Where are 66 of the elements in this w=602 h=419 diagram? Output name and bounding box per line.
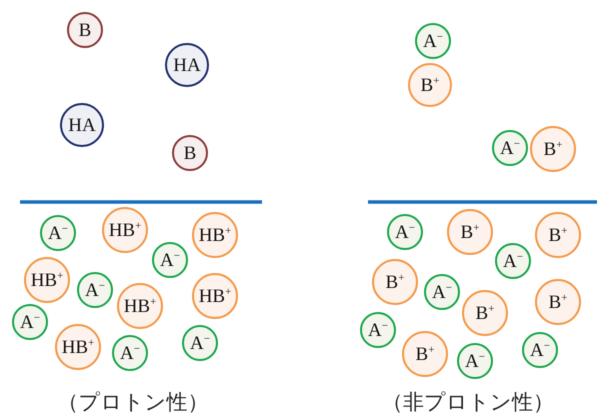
molecule-circle xyxy=(424,274,460,310)
ion-label: B xyxy=(78,20,92,40)
molecule-circle xyxy=(530,126,576,172)
molecule-circle xyxy=(172,135,208,171)
caption: （プロトン性） xyxy=(58,389,208,416)
ion-label: HB$^{+}$ xyxy=(198,286,232,306)
ion-label: A$^{−}$ xyxy=(503,252,523,270)
molecule-circle xyxy=(522,332,558,368)
ion-label: B$^{+}$ xyxy=(416,344,434,364)
ion-label: B$^{+}$ xyxy=(460,222,480,242)
ion-label: B$^{+}$ xyxy=(548,292,568,312)
ion-label: B$^{+}$ xyxy=(548,226,568,244)
molecule-circle xyxy=(192,212,238,258)
ion-label: A$^{−}$ xyxy=(190,334,210,352)
ion-label: A$^{−}$ xyxy=(48,224,68,242)
molecule-circle xyxy=(60,103,104,147)
molecule-circle xyxy=(67,12,103,48)
molecule-circle xyxy=(165,43,209,87)
ion-label: HB$^{+}$ xyxy=(30,270,64,290)
molecule-circle xyxy=(408,63,452,107)
molecule-circle xyxy=(192,273,238,319)
ion-label: HB$^{+}$ xyxy=(62,338,94,356)
ion-label: A$^{−}$ xyxy=(120,344,140,362)
molecule-circle xyxy=(182,325,218,361)
ion-label: HA xyxy=(68,116,96,134)
ion-label: A$^{−}$ xyxy=(423,32,443,50)
molecule-circle xyxy=(387,214,423,250)
ion-label: HB$^{+}$ xyxy=(124,296,156,316)
molecule-circle xyxy=(535,212,581,258)
ion-label: A$^{−}$ xyxy=(160,250,180,270)
molecule-circle xyxy=(12,304,48,340)
molecule-circle xyxy=(40,215,76,251)
ion-label: A$^{−}$ xyxy=(395,222,415,242)
ion-label: B$^{+}$ xyxy=(476,304,494,322)
molecule-circle xyxy=(492,130,528,166)
molecule-circle xyxy=(402,331,448,377)
molecule-circle xyxy=(24,257,70,303)
ion-label: HA xyxy=(173,56,201,74)
ion-label: B$^{+}$ xyxy=(544,140,562,158)
molecule-circle xyxy=(415,23,451,59)
ion-label: B$^{+}$ xyxy=(386,272,404,292)
molecule-circle xyxy=(462,290,508,336)
ion-label: A$^{−}$ xyxy=(368,320,388,340)
molecule-circle xyxy=(77,272,113,308)
molecule-circle xyxy=(360,312,396,348)
caption: （非プロトン性） xyxy=(382,389,554,416)
molecule-circle xyxy=(117,283,163,329)
ion-label: HB$^{+}$ xyxy=(198,226,232,244)
molecule-circle xyxy=(457,343,493,379)
molecule-circle xyxy=(102,207,148,253)
ion-label: A$^{−}$ xyxy=(85,280,105,300)
molecule-circle xyxy=(112,335,148,371)
ion-label: B$^{+}$ xyxy=(420,76,440,94)
ion-label: A$^{−}$ xyxy=(530,340,550,360)
molecule-circle xyxy=(152,242,188,278)
molecule-circle xyxy=(55,324,101,370)
ion-label: A$^{−}$ xyxy=(432,282,452,302)
molecule-circle xyxy=(535,279,581,325)
ion-label: A$^{−}$ xyxy=(500,138,520,158)
ion-label: A$^{−}$ xyxy=(20,312,40,332)
molecule-circle xyxy=(372,259,418,305)
molecule-circle xyxy=(447,209,493,255)
ion-label: B xyxy=(184,144,196,162)
ion-label: A$^{−}$ xyxy=(465,352,485,370)
molecule-circle xyxy=(495,243,531,279)
ion-label: HB$^{+}$ xyxy=(108,220,142,240)
